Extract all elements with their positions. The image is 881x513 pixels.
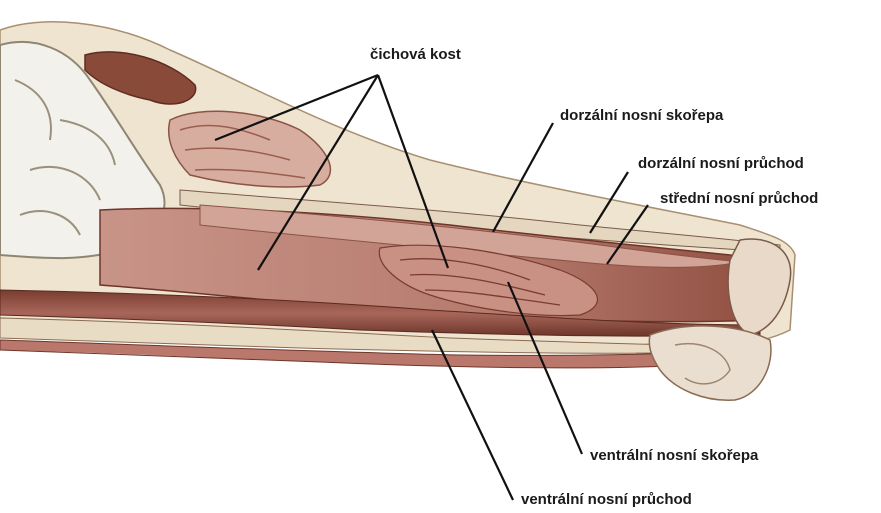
label-ventralni-nosni-pruchod: ventrální nosní průchod	[521, 491, 692, 508]
label-dorzalni-nosni-pruchod: dorzální nosní průchod	[638, 155, 804, 172]
label-ventralni-nosni-skorepa: ventrální nosní skořepa	[590, 447, 758, 464]
lip	[649, 326, 771, 400]
label-cichova-kost: čichová kost	[370, 46, 461, 63]
label-stredni-nosni-pruchod: střední nosní průchod	[660, 190, 818, 207]
label-dorzalni-nosni-skorepa: dorzální nosní skořepa	[560, 107, 723, 124]
